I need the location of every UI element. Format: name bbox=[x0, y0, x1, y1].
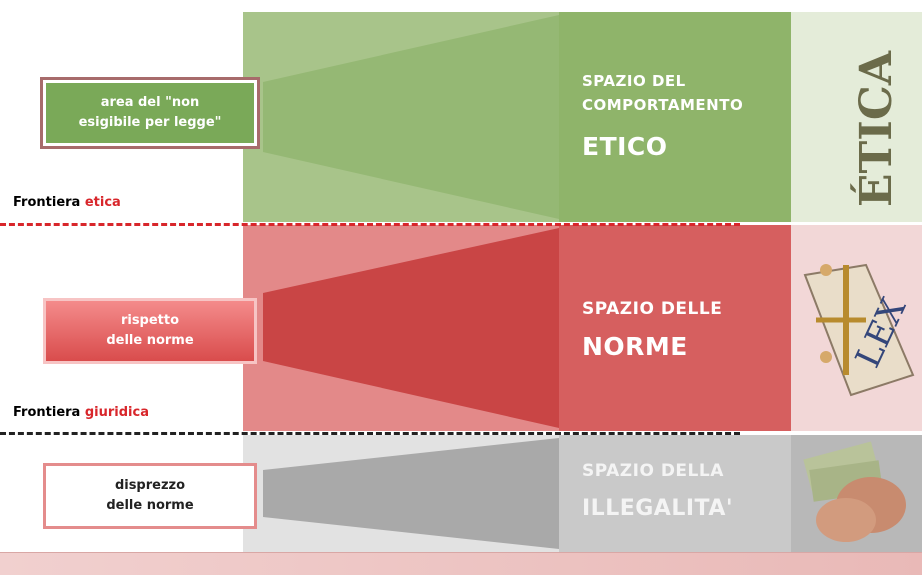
ethic-title-line2: COMPORTAMENTO bbox=[582, 96, 744, 114]
norms-image-panel: LEX bbox=[791, 225, 922, 431]
ethic-area-box: area del "non esigibile per legge" bbox=[40, 77, 260, 149]
illegal-title-line1: SPAZIO DELLA bbox=[582, 461, 724, 481]
illegal-image-panel bbox=[791, 435, 922, 552]
etica-word: ÉTICA bbox=[849, 50, 902, 207]
ethic-label-panel bbox=[559, 12, 791, 222]
etica-letters-icon: ÉTICA bbox=[813, 37, 908, 207]
money-hands-icon bbox=[803, 441, 906, 542]
ethic-box-line2: esigibile per legge" bbox=[78, 115, 222, 130]
ethic-image-panel: ÉTICA bbox=[791, 12, 922, 222]
illegal-area-box: disprezzo delle norme bbox=[43, 463, 257, 529]
ethic-frontier-label: Frontiera etica bbox=[13, 195, 121, 210]
illegal-label-panel bbox=[559, 435, 791, 552]
norms-label-panel bbox=[559, 225, 791, 431]
ethic-title-line1: SPAZIO DEL bbox=[582, 72, 686, 90]
illegal-title-line2: ILLEGALITA' bbox=[582, 496, 734, 521]
ethic-frontier-prefix: Frontiera bbox=[13, 195, 85, 210]
ethic-frontier-accent: etica bbox=[84, 195, 121, 210]
illegal-funnel bbox=[243, 435, 559, 552]
illegal-box-line2: delle norme bbox=[106, 498, 194, 513]
illegal-box-line1: disprezzo bbox=[114, 478, 186, 493]
legal-frontier-line bbox=[0, 432, 740, 435]
ethic-frontier-line bbox=[0, 223, 740, 226]
norms-title-line2: NORME bbox=[582, 332, 688, 361]
ethic-box-line1: area del "non bbox=[100, 95, 200, 110]
legal-frontier-label: Frontiera giuridica bbox=[13, 405, 149, 420]
ethic-funnel bbox=[243, 12, 559, 222]
norms-area-box: rispetto delle norme bbox=[43, 298, 257, 364]
norms-box-line2: delle norme bbox=[106, 333, 194, 348]
norms-box-line1: rispetto bbox=[120, 313, 180, 328]
norms-funnel bbox=[243, 225, 559, 431]
norms-title-line1: SPAZIO DELLE bbox=[582, 299, 723, 319]
ethic-title-line3: ETICO bbox=[582, 132, 668, 161]
lex-book-scales-icon: LEX bbox=[803, 263, 915, 397]
bottom-bar bbox=[0, 552, 922, 575]
legal-frontier-prefix: Frontiera bbox=[13, 405, 85, 420]
legal-frontier-accent: giuridica bbox=[84, 405, 149, 420]
